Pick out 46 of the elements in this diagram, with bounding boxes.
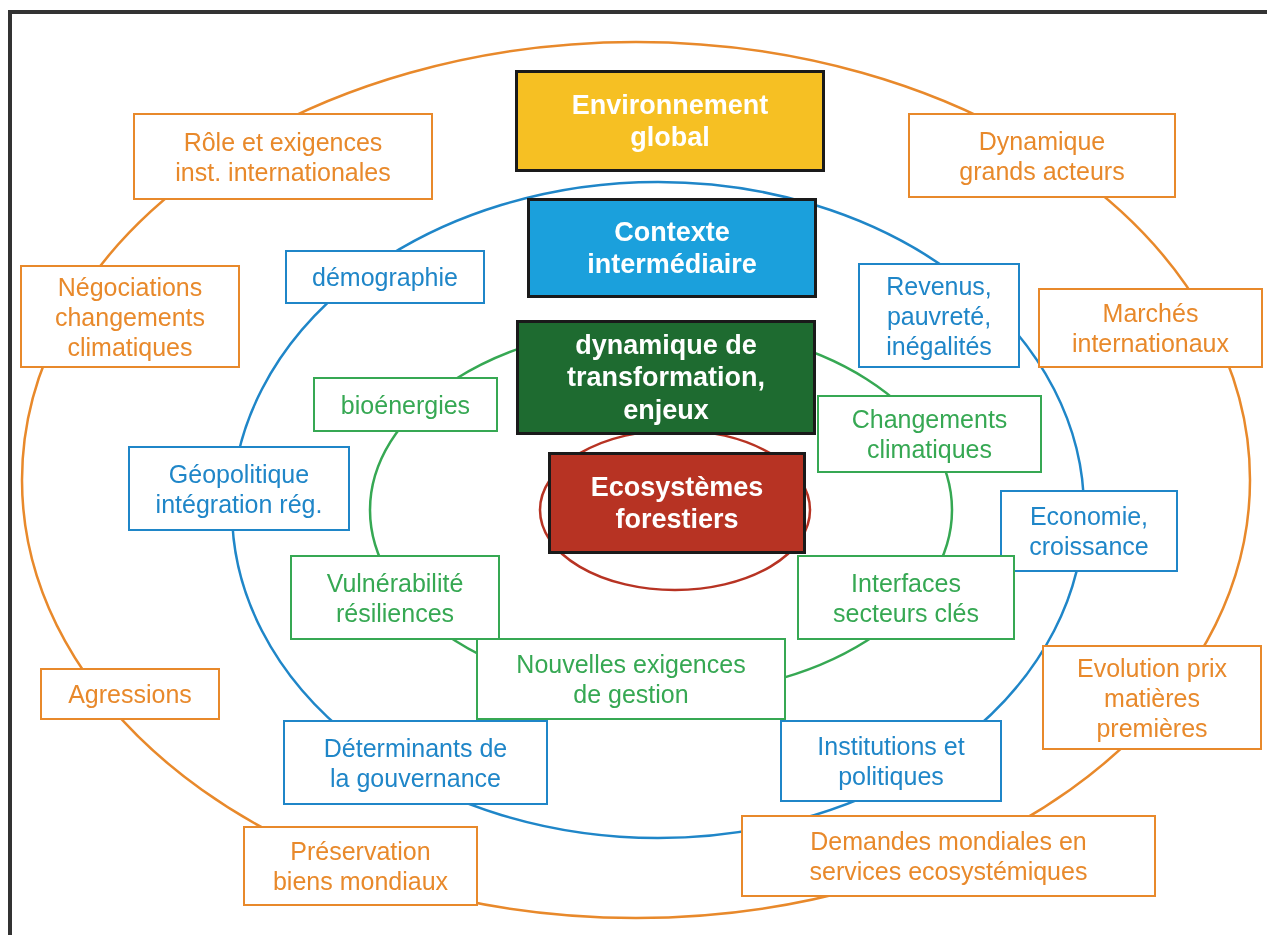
topic-text: Interfaces secteurs clés [832,567,980,628]
topic-text: Rôle et exigences inst. internationales [174,126,392,187]
heading-box [515,70,825,172]
topic-box [1000,490,1178,572]
topic-text: Géopolitique intégration rég. [154,458,324,519]
topic-box [283,720,548,805]
topic-box [290,555,500,640]
topic-box [476,638,786,720]
topic-box [1042,645,1262,750]
topic-text: Dynamique grands acteurs [958,125,1126,186]
heading-text: Ecosystèmes forestiers [589,470,765,536]
topic-box [313,377,498,432]
topic-box [817,395,1042,473]
topic-box [243,826,478,906]
topic-text: Agressions [68,679,192,709]
topic-box [1038,288,1263,368]
topic-box [858,263,1020,368]
topic-box [40,668,220,720]
heading-box [516,320,816,435]
topic-text: Marchés internationaux [1070,298,1231,358]
heading-text: Contexte intermédiaire [586,215,758,281]
topic-box [285,250,485,304]
topic-text: Nouvelles exigences de gestion [515,649,747,709]
heading-box [527,198,817,298]
heading-text: dynamique de transformation, enjeux [566,328,766,427]
topic-box [20,265,240,368]
topic-box [741,815,1156,897]
topic-text: Demandes mondiales en services ecosystémiques [808,826,1089,886]
topic-box [797,555,1015,640]
topic-box [133,113,433,200]
topic-box [780,720,1002,802]
topic-text: Institutions et politiques [816,731,966,791]
topic-text: Vulnérabilité résiliences [325,567,465,628]
topic-box [908,113,1176,198]
heading-box [548,452,806,554]
topic-text: Préservation biens mondiaux [271,836,450,896]
topic-text: Négociations changements climatiques [53,271,207,362]
heading-text: Environnement global [570,88,770,154]
topic-text: bioénergies [340,389,471,420]
topic-text: Changements climatiques [850,404,1009,464]
topic-text: Economie, croissance [1028,501,1150,561]
topic-text: Revenus, pauvreté, inégalités [885,270,993,361]
topic-text: Déterminants de la gouvernance [322,732,509,793]
topic-box [128,446,350,531]
topic-text: Evolution prix matières premières [1075,652,1229,743]
topic-text: démographie [312,262,458,292]
